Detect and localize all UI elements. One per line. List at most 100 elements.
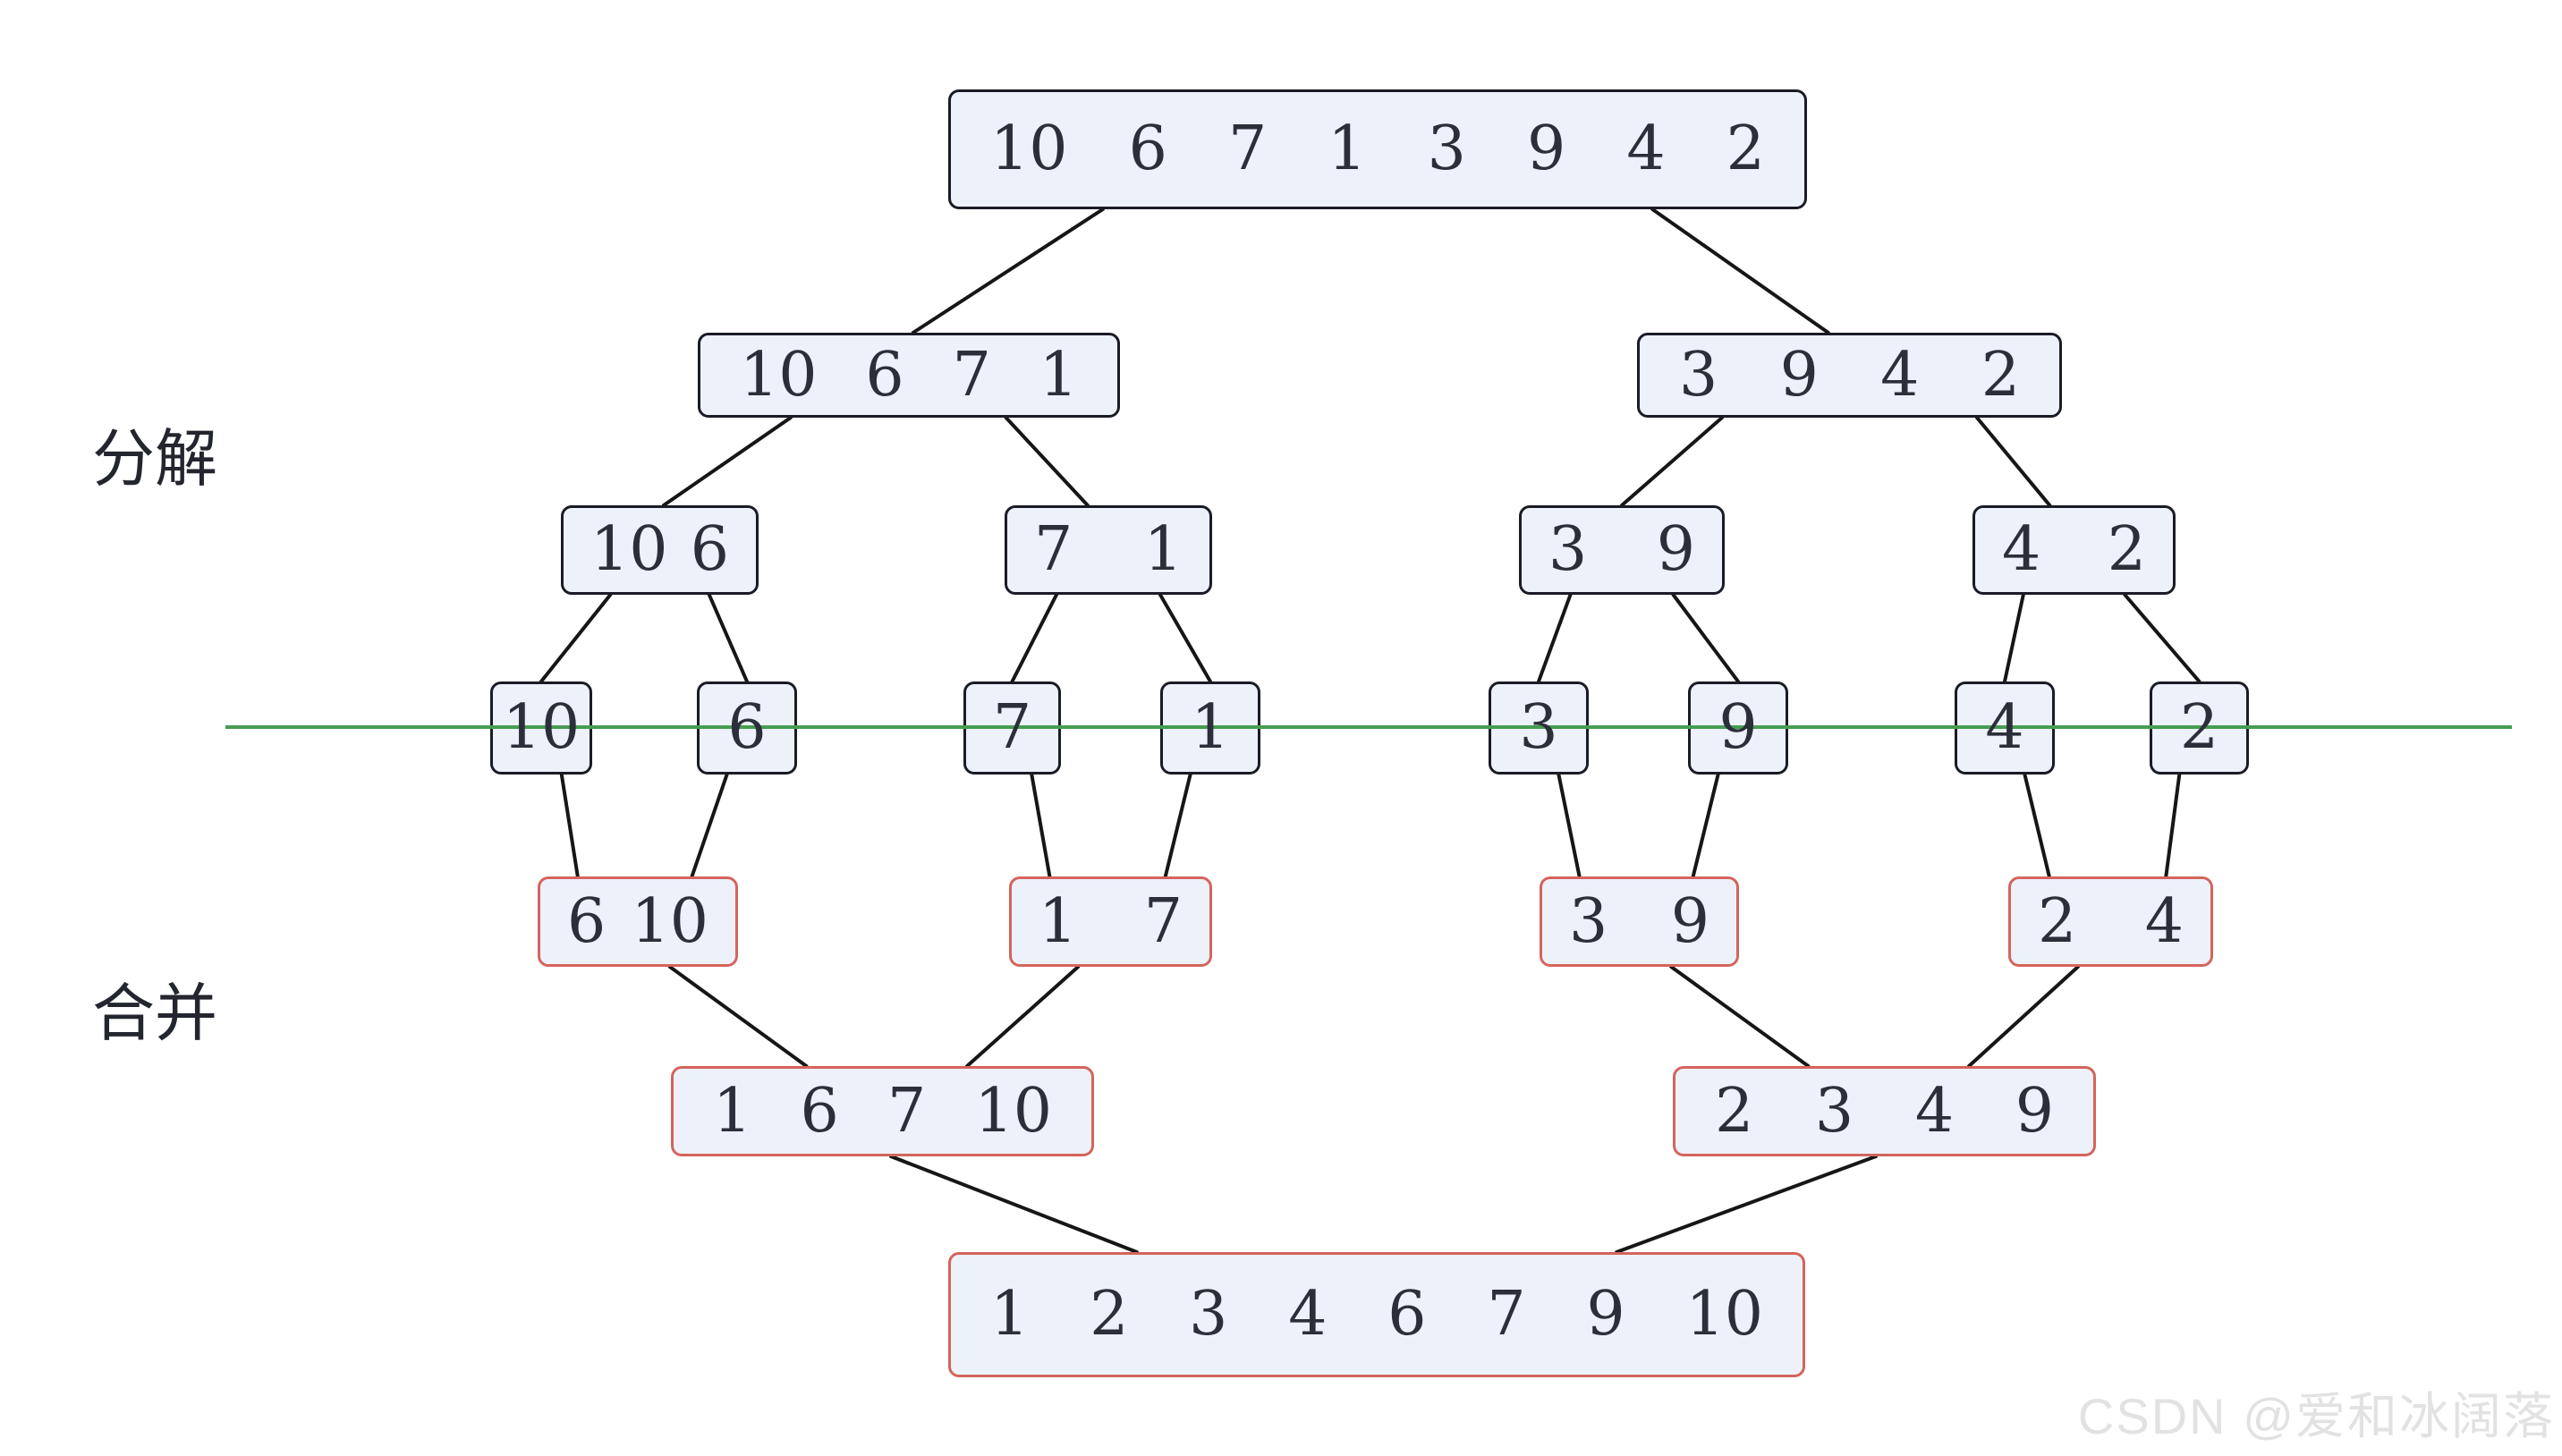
array-value: 10 (990, 114, 1068, 184)
array-value: 1 (1039, 339, 1078, 411)
connector-line (1671, 593, 1740, 683)
array-value: 6 (727, 692, 767, 763)
array-value: 2 (2107, 514, 2146, 585)
array-value: 4 (2144, 885, 2184, 957)
connector-line (2003, 593, 2025, 683)
connector-line (690, 773, 729, 878)
connector-line (965, 965, 1081, 1068)
array-value: 6 (865, 339, 904, 411)
array-value: 10 (502, 692, 581, 763)
connector-line (2023, 773, 2051, 878)
array-node-s0: 10 (490, 681, 592, 775)
array-value: 1 (1143, 514, 1183, 585)
array-value: 2 (2179, 692, 2219, 763)
array-value: 7 (1227, 114, 1268, 184)
connector-line (1650, 207, 1830, 334)
connector-line (559, 773, 580, 878)
array-value: 10 (590, 514, 668, 585)
connector-line (2164, 773, 2182, 878)
array-value: 4 (1626, 114, 1666, 184)
decompose-phase-label: 分解 (92, 424, 217, 494)
array-value: 9 (1779, 339, 1819, 411)
array-value: 2 (1726, 114, 1765, 184)
array-value: 9 (1586, 1279, 1625, 1350)
array-value: 4 (2002, 514, 2041, 585)
connector-line (1158, 593, 1212, 683)
array-value: 9 (1670, 885, 1709, 957)
connector-line (1967, 965, 2080, 1068)
array-value: 10 (631, 885, 708, 957)
array-node-m0: 6 10 (538, 876, 738, 967)
array-value: 9 (1718, 692, 1758, 763)
array-value: 10 (740, 339, 818, 411)
array-value: 2 (2038, 885, 2077, 957)
connector-line (707, 593, 749, 683)
array-value: 3 (1427, 114, 1466, 184)
csdn-watermark: CSDN @爱和冰阔落 (2077, 1388, 2555, 1444)
array-value: 2 (1715, 1075, 1754, 1147)
array-value: 3 (1548, 514, 1588, 585)
connector-line (1620, 416, 1724, 507)
connector-line (2123, 593, 2201, 683)
connector-line (1537, 593, 1573, 683)
array-value: 9 (1656, 514, 1695, 585)
connector-line (661, 416, 793, 507)
array-value: 7 (952, 339, 991, 411)
array-value: 3 (1519, 692, 1558, 763)
connector-line (667, 965, 809, 1068)
array-value: 3 (1814, 1075, 1854, 1147)
connector-line (1030, 773, 1052, 878)
array-value: 6 (567, 885, 607, 957)
array-value: 7 (992, 692, 1032, 763)
connector-line (1615, 1155, 1878, 1254)
connector-line (1010, 593, 1058, 683)
connector-line (1557, 773, 1582, 878)
array-value: 6 (1128, 114, 1167, 184)
array-value: 4 (1914, 1075, 1955, 1147)
connector-line (539, 593, 613, 683)
connector-line (1975, 416, 2052, 507)
connector-line (889, 1155, 1139, 1254)
array-node-s5: 9 (1688, 681, 1788, 775)
array-value: 2 (1981, 339, 2020, 411)
array-value: 7 (1487, 1279, 1526, 1350)
array-value: 4 (1880, 339, 1920, 411)
connector-line (1163, 773, 1192, 878)
array-value: 3 (1569, 885, 1608, 957)
array-value: 1 (1328, 114, 1367, 184)
array-value: 6 (800, 1075, 839, 1147)
array-value: 10 (974, 1075, 1052, 1147)
merge-phase-label: 合并 (92, 978, 217, 1048)
array-value: 10 (1685, 1279, 1763, 1350)
array-value: 1 (1039, 885, 1078, 957)
phase-divider-line (225, 725, 2512, 729)
array-value: 9 (2015, 1075, 2054, 1147)
array-value: 6 (690, 514, 729, 585)
array-value: 1 (1191, 692, 1230, 763)
array-value: 4 (1288, 1279, 1328, 1350)
connector-line (1004, 416, 1090, 507)
connector-line (1669, 965, 1811, 1068)
array-value: 4 (1985, 692, 2024, 763)
array-value: 3 (1189, 1279, 1228, 1350)
array-value: 1 (990, 1279, 1030, 1350)
array-node-d3: 10 6 (561, 505, 759, 595)
array-value: 7 (1143, 885, 1183, 957)
connector-line (911, 207, 1105, 334)
array-value: 1 (713, 1075, 752, 1147)
array-value: 7 (887, 1075, 927, 1147)
